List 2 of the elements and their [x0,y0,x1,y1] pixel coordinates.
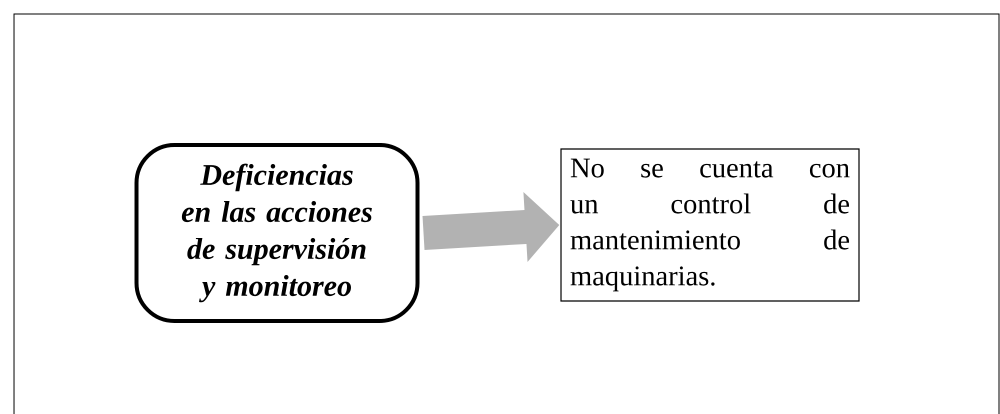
rounded-box: Deficiencias en las acciones de supervisión y monitoreo [134,143,420,323]
text-box: No se cuenta con un control de mantenimiento de maquinarias. [560,148,860,302]
